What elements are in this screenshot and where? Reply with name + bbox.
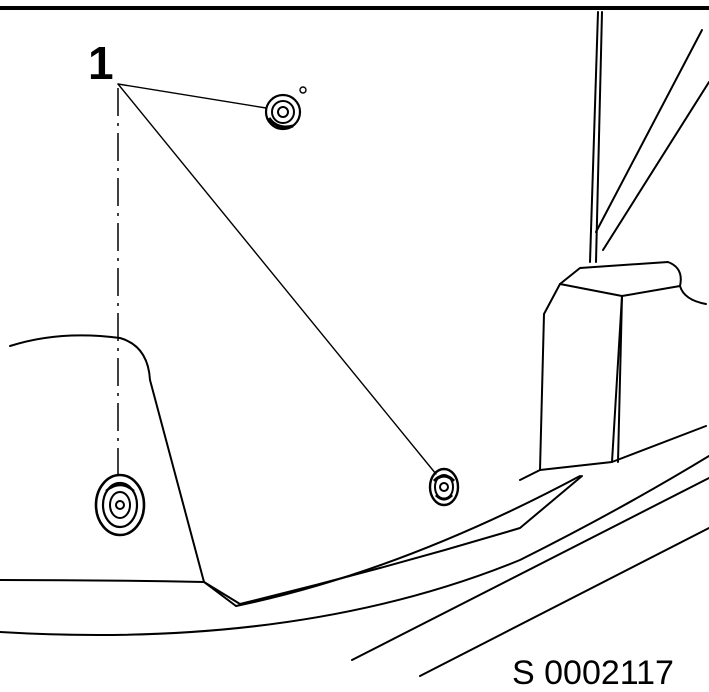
- pillar-lines: [589, 11, 709, 263]
- fastener-nut-icon: [94, 86, 460, 537]
- mirror-block: [539, 261, 707, 471]
- callout-leader-lines: [117, 83, 437, 488]
- figure-code: S 0002117: [512, 654, 674, 692]
- door-panel-outline: [0, 334, 709, 677]
- callout-number: 1: [88, 37, 114, 89]
